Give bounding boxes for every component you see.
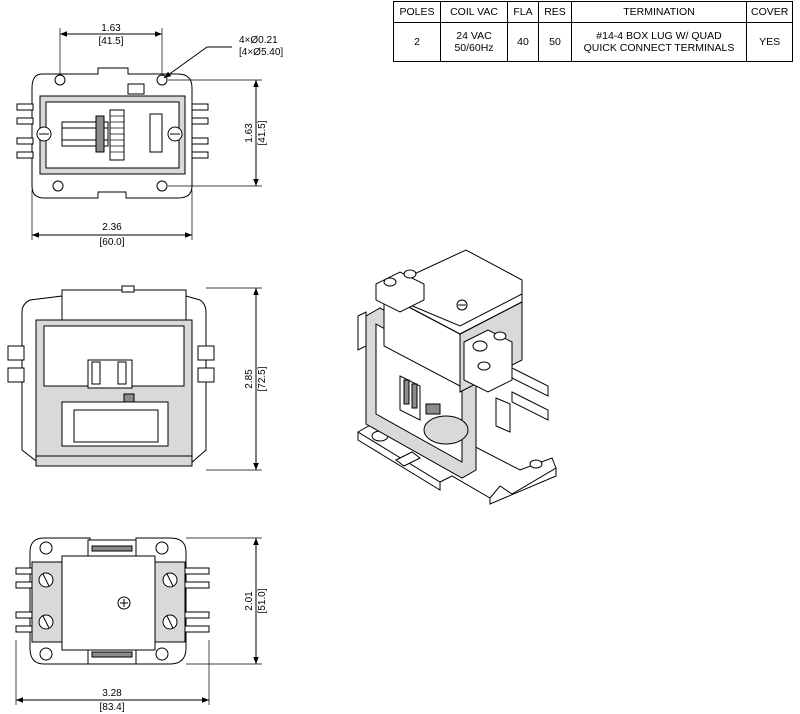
cell-cover: YES bbox=[745, 22, 794, 62]
iso-coil bbox=[423, 415, 469, 445]
hole-spec-inch: 4×Ø0.21 bbox=[239, 35, 278, 46]
coil-vac-line2: 50/60Hz bbox=[454, 42, 494, 54]
termination-line2: QUICK CONNECT TERMINALS bbox=[583, 42, 735, 54]
side-left-tabs bbox=[7, 345, 25, 383]
hole-spec-mm: [4×Ø5.40] bbox=[239, 47, 283, 58]
isometric-view bbox=[357, 249, 557, 505]
top-view: 1.63 [41.5] 4×Ø0.21 [4×Ø5.40] 1.63 [41.5… bbox=[16, 23, 283, 248]
header-termination: TERMINATION bbox=[571, 1, 747, 23]
spec-data-row: 2 24 VAC 50/60Hz 40 50 #14-4 BOX LUG W/ … bbox=[393, 22, 794, 62]
dim-front-height-mm: [51.0] bbox=[257, 588, 268, 613]
iso-lug-screw-3 bbox=[477, 361, 491, 371]
side-view: 2.85 [72.5] bbox=[7, 285, 268, 471]
top-right-tabs bbox=[191, 103, 209, 159]
front-hole-tr bbox=[155, 541, 169, 555]
front-hole-bl bbox=[39, 647, 53, 661]
dim-top-width-mm: [60.0] bbox=[99, 237, 124, 248]
top-spring bbox=[109, 109, 125, 161]
dim-side-height-inch: 2.85 bbox=[244, 369, 255, 389]
termination-line1: #14-4 BOX LUG W/ QUAD bbox=[596, 30, 722, 42]
front-cover bbox=[61, 555, 156, 651]
spec-table: POLES COIL VAC FLA RES TERMINATION COVER… bbox=[393, 1, 794, 62]
dim-top-hole-mm: [41.5] bbox=[98, 36, 123, 47]
front-hole-br bbox=[155, 647, 169, 661]
dim-top-vertical-inch: 1.63 bbox=[244, 123, 255, 143]
dim-front-width-inch: 3.28 bbox=[102, 688, 122, 699]
dim-front-height-inch: 2.01 bbox=[244, 591, 255, 611]
cell-res: 50 bbox=[538, 22, 572, 62]
iso-quick-connect-tabs bbox=[357, 311, 549, 433]
iso-hole-right bbox=[529, 459, 543, 469]
mount-hole-bl bbox=[52, 180, 64, 192]
front-left-tabs bbox=[15, 567, 33, 633]
cell-termination: #14-4 BOX LUG W/ QUAD QUICK CONNECT TERM… bbox=[571, 22, 747, 62]
iso-lug-screw-1 bbox=[472, 340, 488, 352]
front-view: 2.01 [51.0] 3.28 [83.4] bbox=[15, 537, 268, 713]
coil-vac-line1: 24 VAC bbox=[456, 30, 492, 42]
cell-coil-vac: 24 VAC 50/60Hz bbox=[440, 22, 508, 62]
spec-header-row: POLES COIL VAC FLA RES TERMINATION COVER bbox=[393, 1, 794, 23]
front-hole-tl bbox=[39, 541, 53, 555]
mount-hole-tl bbox=[54, 74, 66, 86]
dim-top-vertical-mm: [41.5] bbox=[257, 120, 268, 145]
side-right-tabs bbox=[197, 345, 215, 383]
dim-side-height-mm: [72.5] bbox=[257, 366, 268, 391]
mount-hole-br bbox=[156, 180, 168, 192]
header-cover: COVER bbox=[745, 1, 794, 23]
dim-top-hole-inch: 1.63 bbox=[101, 23, 121, 34]
top-left-tabs bbox=[16, 103, 34, 159]
side-top-cap bbox=[61, 289, 187, 321]
iso-lug-front bbox=[463, 329, 513, 393]
dim-top-width-inch: 2.36 bbox=[102, 222, 122, 233]
cell-poles: 2 bbox=[393, 22, 441, 62]
front-right-tabs bbox=[184, 567, 210, 633]
iso-lug-screw-2 bbox=[493, 331, 507, 341]
dim-front-width-mm: [83.4] bbox=[99, 702, 124, 713]
